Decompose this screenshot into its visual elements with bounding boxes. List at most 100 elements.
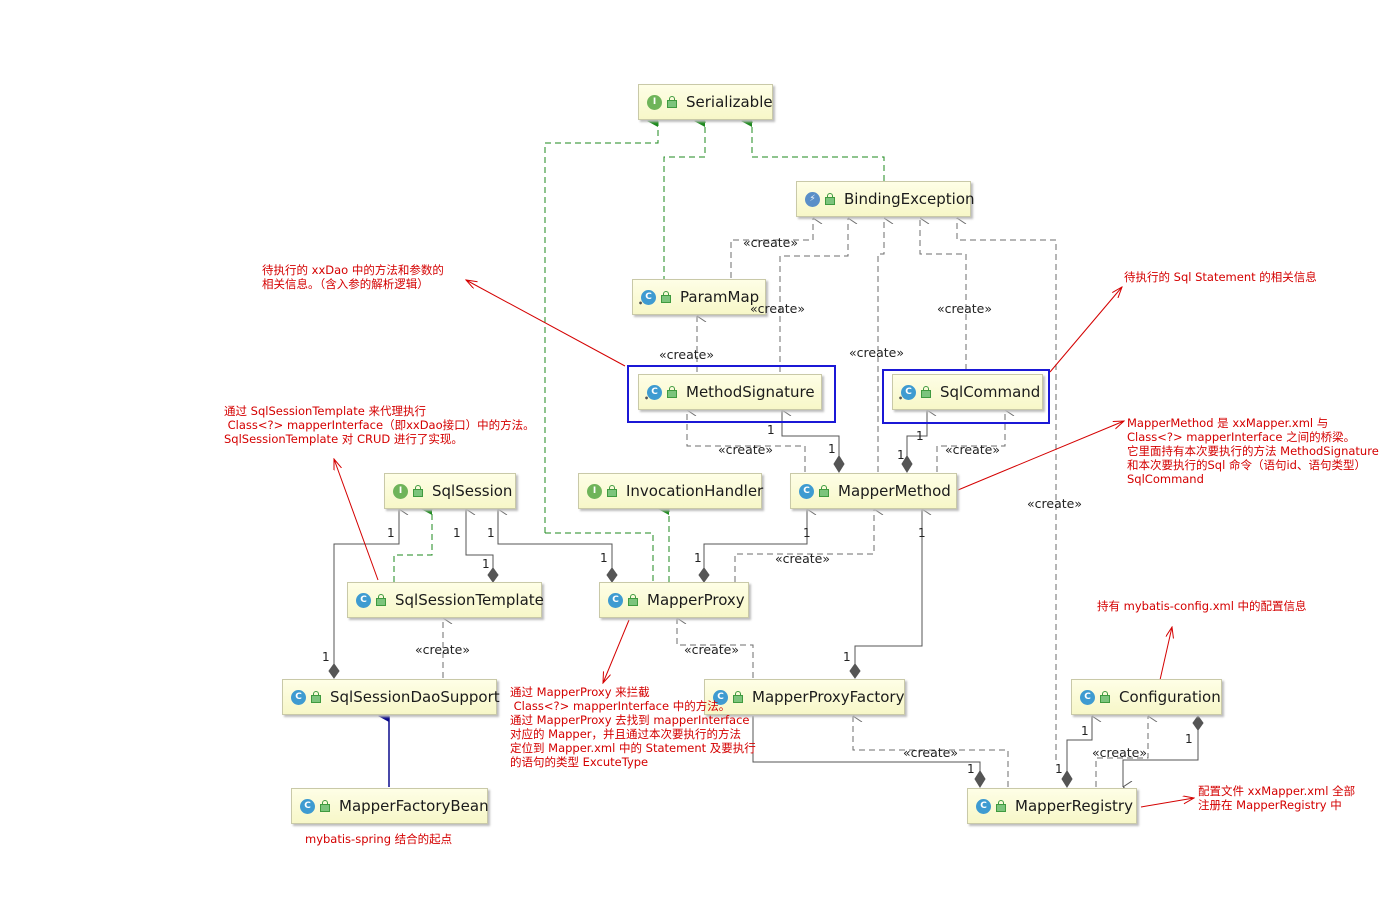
- multiplicity-label: 1: [767, 423, 775, 437]
- aggregation-diamonds: [328, 455, 1204, 788]
- create-label: «create»: [1027, 496, 1082, 511]
- create-label: «create»: [903, 745, 958, 760]
- class-name: MapperFactoryBean: [339, 797, 489, 815]
- multiplicity-label: 1: [322, 650, 330, 664]
- multiplicity-label: 1: [828, 442, 836, 456]
- public-icon: [819, 485, 829, 497]
- interface-icon: I: [587, 483, 602, 499]
- create-label: «create»: [684, 642, 739, 657]
- public-icon: [667, 96, 677, 108]
- multiplicity-label: 1: [482, 557, 490, 571]
- class-serializable[interactable]: I Serializable: [638, 84, 773, 120]
- class-mapper-registry[interactable]: C MapperRegistry: [967, 788, 1137, 824]
- method-signature-highlight: [627, 365, 836, 423]
- class-icon: C: [291, 689, 306, 705]
- create-label: «create»: [415, 642, 470, 657]
- class-name: Serializable: [686, 93, 773, 111]
- public-icon: [628, 594, 638, 606]
- public-icon: [376, 594, 386, 606]
- class-mapper-proxy[interactable]: C MapperProxy: [599, 582, 749, 618]
- create-label: «create»: [945, 442, 1000, 457]
- note-mapper-registry: 配置文件 xxMapper.xml 全部 注册在 MapperRegistry …: [1198, 784, 1356, 812]
- class-binding-exception[interactable]: ⚡ BindingException: [796, 181, 975, 217]
- multiplicity-label: 1: [1185, 732, 1193, 746]
- note-method-signature: 待执行的 xxDao 中的方法和参数的 相关信息。（含入参的解析逻辑）: [262, 263, 444, 291]
- multiplicity-label: 1: [453, 526, 461, 540]
- class-icon: C: [608, 592, 623, 608]
- class-param-map[interactable]: C• ParamMap: [632, 279, 766, 315]
- class-sql-session-dao-support[interactable]: C SqlSessionDaoSupport: [282, 679, 500, 715]
- create-label: «create»: [937, 301, 992, 316]
- create-label: «create»: [743, 235, 798, 250]
- class-icon: C: [799, 483, 814, 499]
- create-label: «create»: [849, 345, 904, 360]
- class-name: MapperRegistry: [1015, 797, 1133, 815]
- multiplicity-label: 1: [1081, 724, 1089, 738]
- note-sql-session-template: 通过 SqlSessionTemplate 来代理执行 Class<?> map…: [224, 404, 535, 446]
- public-icon: [320, 800, 330, 812]
- class-method-signature[interactable]: C• MethodSignature: [638, 374, 822, 410]
- create-label: «create»: [775, 551, 830, 566]
- create-label: «create»: [718, 442, 773, 457]
- multiplicity-label: 1: [387, 526, 395, 540]
- note-mapper-factory-bean: mybatis-spring 结合的起点: [305, 832, 453, 846]
- public-icon: [921, 386, 931, 398]
- note-mapper-proxy: 通过 MapperProxy 来拦截 Class<?> mapperInterf…: [510, 685, 756, 769]
- dependency-edges: [442, 218, 1148, 787]
- class-icon: C•: [898, 384, 916, 403]
- note-pointers: [334, 280, 1194, 808]
- public-icon: [825, 193, 835, 205]
- interface-icon: I: [647, 94, 662, 110]
- class-name: SqlCommand: [940, 383, 1041, 401]
- multiplicity-label: 1: [600, 551, 608, 565]
- sql-command-highlight: [882, 369, 1050, 424]
- class-name: Configuration: [1119, 688, 1221, 706]
- note-sql-command: 待执行的 Sql Statement 的相关信息: [1124, 270, 1317, 284]
- class-sql-command[interactable]: C• SqlCommand: [892, 374, 1043, 410]
- note-mapper-method: MapperMethod 是 xxMapper.xml 与 Class<?> m…: [1127, 416, 1379, 486]
- class-sql-session-template[interactable]: C SqlSessionTemplate: [347, 582, 544, 618]
- create-label: «create»: [1092, 745, 1147, 760]
- note-configuration: 持有 mybatis-config.xml 中的配置信息: [1097, 599, 1307, 613]
- class-icon: C•: [644, 384, 662, 403]
- exception-icon: ⚡: [805, 191, 820, 207]
- class-name: SqlSession: [432, 482, 513, 500]
- multiplicity-label: 1: [1055, 762, 1063, 776]
- multiplicity-label: 1: [803, 526, 811, 540]
- class-sql-session[interactable]: I SqlSession: [384, 473, 516, 509]
- class-invocation-handler[interactable]: I InvocationHandler: [578, 473, 764, 509]
- class-name: MapperMethod: [838, 482, 951, 500]
- class-mapper-method[interactable]: C MapperMethod: [790, 473, 957, 509]
- class-mapper-proxy-factory[interactable]: C MapperProxyFactory: [704, 679, 905, 715]
- multiplicity-label: 1: [918, 526, 926, 540]
- multiplicity-label: 1: [897, 448, 905, 462]
- class-name: MethodSignature: [686, 383, 815, 401]
- public-icon: [733, 691, 743, 703]
- class-name: MapperProxyFactory: [752, 688, 905, 706]
- class-configuration[interactable]: C Configuration: [1071, 679, 1222, 715]
- class-mapper-factory-bean[interactable]: C MapperFactoryBean: [291, 788, 489, 824]
- multiplicity-label: 1: [843, 650, 851, 664]
- class-icon: C: [976, 798, 991, 814]
- class-name: InvocationHandler: [626, 482, 764, 500]
- class-name: SqlSessionDaoSupport: [330, 688, 500, 706]
- public-icon: [661, 291, 671, 303]
- class-name: ParamMap: [680, 288, 760, 306]
- class-icon: C•: [638, 289, 656, 308]
- class-icon: C: [356, 592, 371, 608]
- multiplicity-label: 1: [487, 526, 495, 540]
- class-icon: C: [713, 689, 728, 705]
- multiplicity-label: 1: [916, 429, 924, 443]
- class-icon: C: [300, 798, 315, 814]
- public-icon: [607, 485, 617, 497]
- public-icon: [413, 485, 423, 497]
- public-icon: [1100, 691, 1110, 703]
- implements-edges: [393, 115, 885, 582]
- create-label: «create»: [659, 347, 714, 362]
- class-icon: C: [1080, 689, 1095, 705]
- class-name: BindingException: [844, 190, 975, 208]
- public-icon: [667, 386, 677, 398]
- multiplicity-label: 1: [694, 551, 702, 565]
